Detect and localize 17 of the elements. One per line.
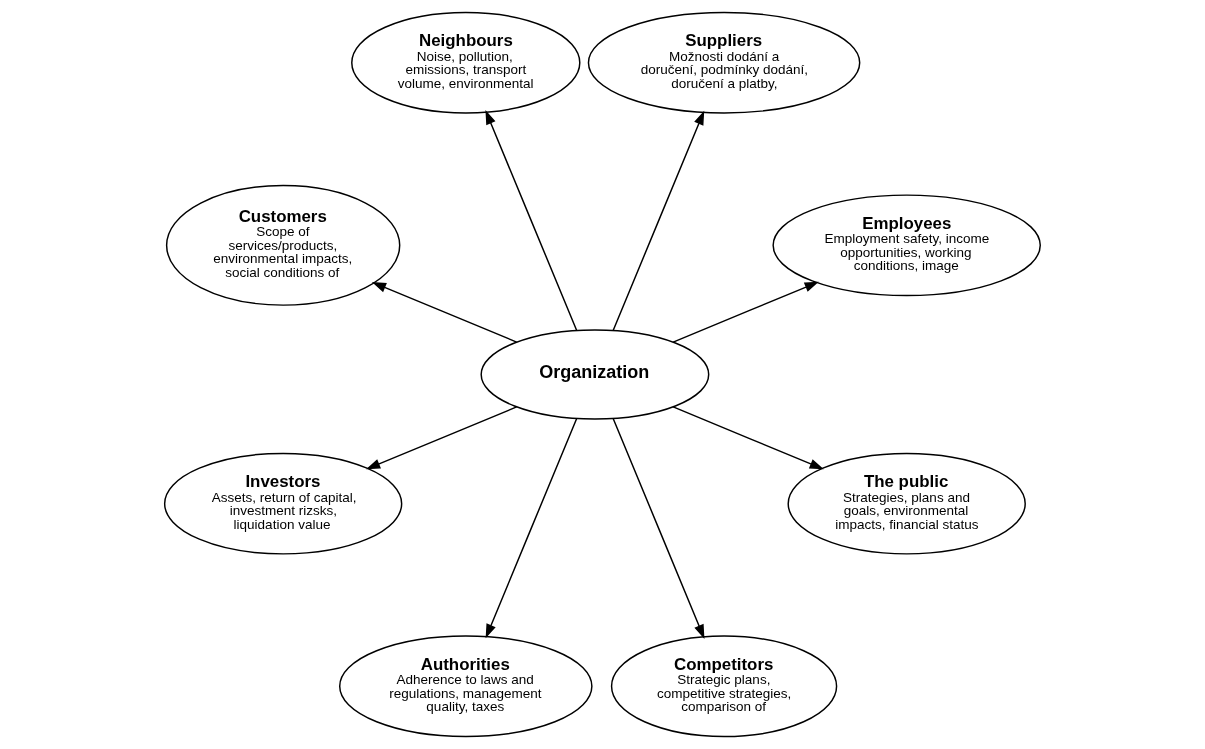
arrow <box>485 110 578 332</box>
node-ellipse: Employees Employment safety, income opportunities, working conditions, image <box>772 194 1041 297</box>
arrow <box>366 406 518 470</box>
node-ellipse: Organization <box>480 329 710 420</box>
arrow <box>485 417 578 639</box>
node-ellipse: Authorities Adherence to laws and regulations, management quality, taxes <box>338 635 593 738</box>
node-ellipse: Competitors Strategic plans, competitive strategies, comparison of <box>610 635 838 738</box>
arrow <box>371 282 518 343</box>
arrow <box>672 406 824 470</box>
node-ellipse: Neighbours Noise, pollution, emissions, transport volume, environmental <box>351 11 581 114</box>
arrow <box>612 417 705 639</box>
node-ellipse: The public Strategies, plans and goals, environmental impacts, financial status <box>787 452 1026 555</box>
arrow <box>672 281 819 343</box>
node-ellipse: Customers Scope of services/products, environmental impacts, social conditions of <box>165 184 401 306</box>
node-ellipse: Suppliers Možnosti dodání a doručení, podmínky dodání, doručení a platby, <box>587 11 861 114</box>
arrow <box>612 110 705 332</box>
node-ellipse: Investors Assets, return of capital, investment rizsks, liquidation value <box>163 452 403 555</box>
